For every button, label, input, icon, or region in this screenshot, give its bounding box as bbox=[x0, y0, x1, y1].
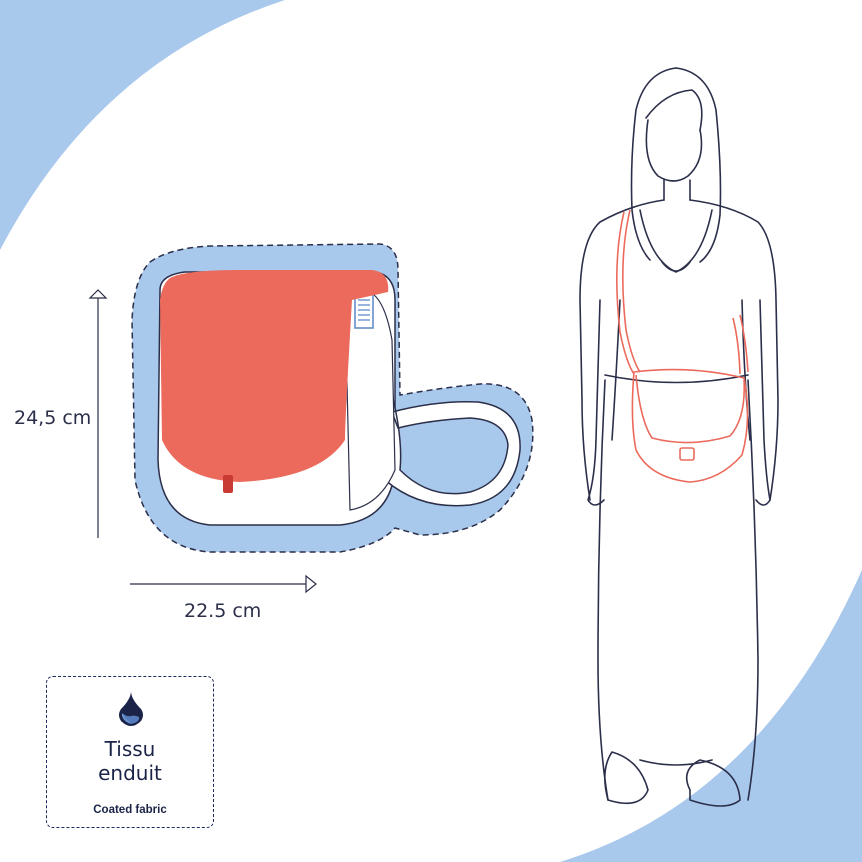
width-dimension-label: 22.5 cm bbox=[184, 600, 262, 622]
fabric-info-card: Tissu enduit Coated fabric bbox=[46, 676, 214, 828]
fabric-title-line1: Tissu bbox=[104, 737, 156, 761]
strap-stitching bbox=[358, 299, 370, 321]
strap-buckle bbox=[354, 293, 374, 329]
fabric-title: Tissu enduit bbox=[47, 737, 213, 785]
water-drop-icon bbox=[119, 691, 143, 726]
bag-gusset bbox=[344, 291, 396, 511]
bag-strap bbox=[371, 329, 521, 507]
worn-bag bbox=[616, 209, 749, 483]
height-dimension-label: 24,5 cm bbox=[14, 407, 92, 429]
height-arrow bbox=[88, 289, 108, 538]
bottom-right-background-arc bbox=[560, 570, 862, 862]
top-left-background-arc bbox=[0, 0, 285, 250]
bag-flap bbox=[160, 270, 389, 482]
fabric-subtitle: Coated fabric bbox=[93, 804, 167, 816]
flap-tab bbox=[223, 475, 233, 493]
width-arrow bbox=[130, 574, 317, 594]
fabric-title-line2: enduit bbox=[98, 761, 162, 785]
woman-figure bbox=[579, 67, 779, 807]
